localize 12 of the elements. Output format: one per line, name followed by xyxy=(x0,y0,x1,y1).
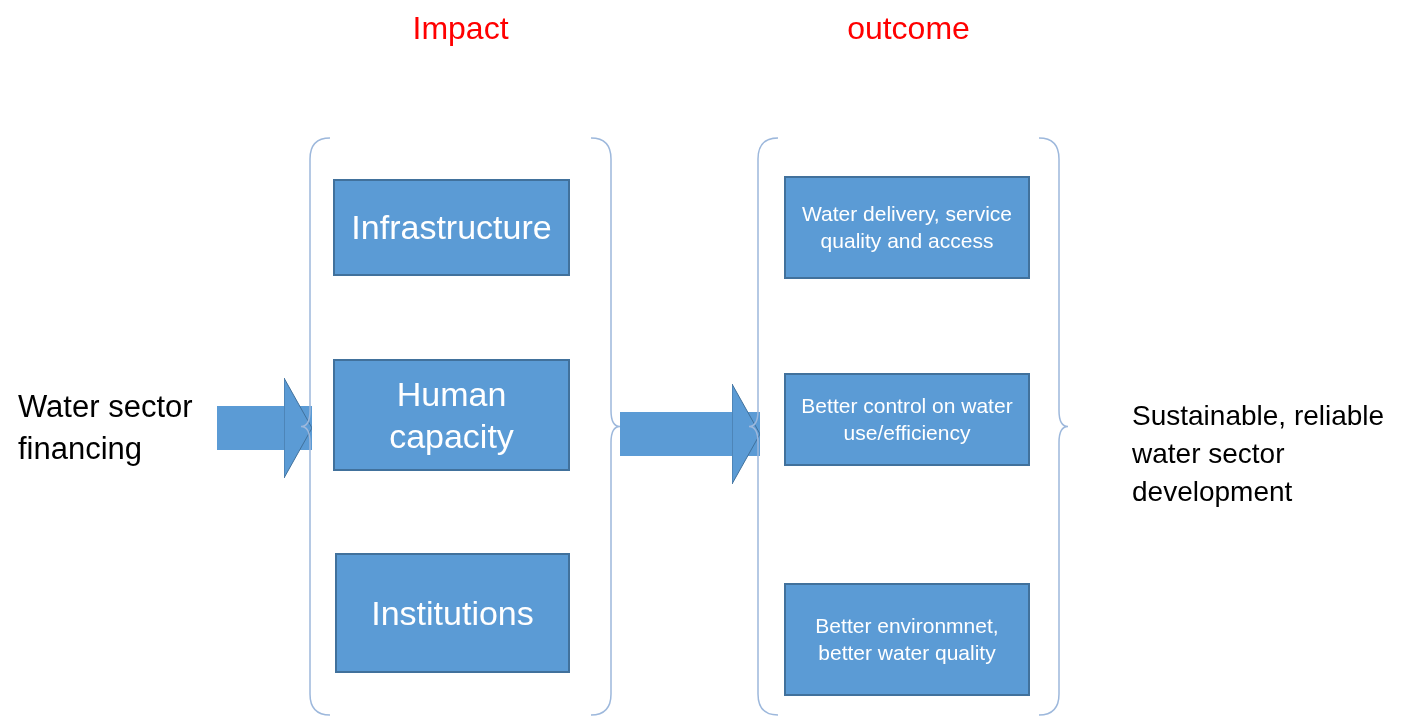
process-box: Better environmnet, better water quality xyxy=(784,583,1030,696)
block-arrow xyxy=(217,377,313,479)
text-label: Water sector financing xyxy=(18,370,218,486)
process-box: Human capacity xyxy=(333,359,570,471)
process-box: Infrastructure xyxy=(333,179,570,276)
text-label: Sustainable, reliable water sector development xyxy=(1132,376,1420,532)
process-box: Better control on water use/efficiency xyxy=(784,373,1030,466)
column-heading: Impact xyxy=(411,12,510,44)
column-heading: outcome xyxy=(846,12,971,44)
process-box: Institutions xyxy=(335,553,570,673)
block-arrow xyxy=(620,383,761,485)
process-box: Water delivery, service quality and access xyxy=(784,176,1030,279)
